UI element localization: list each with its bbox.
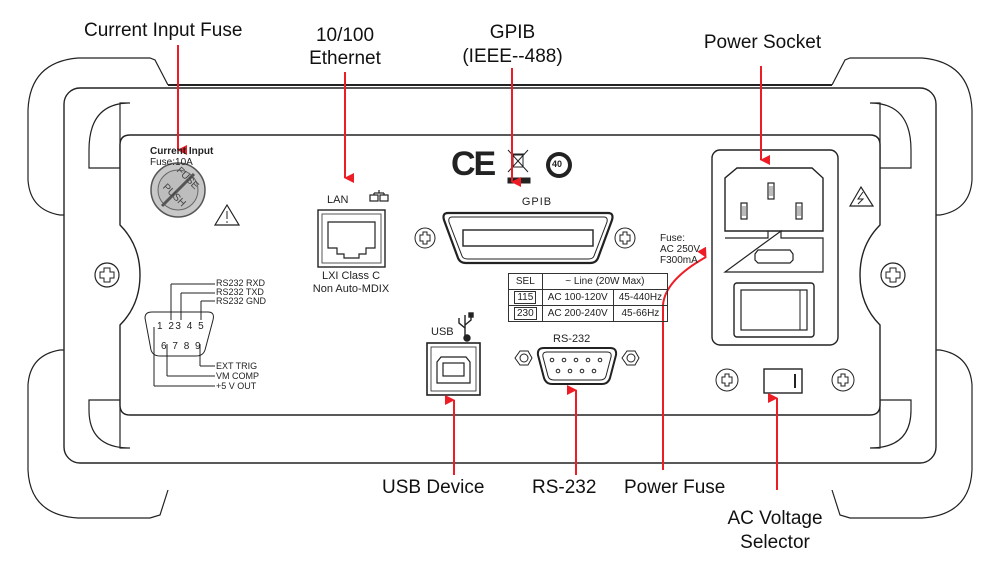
signal-rxd: RS232 RXD (216, 278, 266, 288)
gpib-label: GPIB (521, 196, 553, 208)
current-input-fuse-holder (150, 162, 206, 218)
inner-panel (119, 134, 881, 416)
table-row: 230 AC 200-240V 45-66Hz (508, 305, 669, 322)
callout-usb-device: USB Device (382, 477, 485, 498)
power-fuse-drawer (754, 249, 794, 264)
pin-6: 6 (161, 341, 169, 352)
lan-note-line2: Non Auto-MDIX (312, 283, 390, 295)
voltage-range: AC 200-240V (541, 305, 614, 322)
pin-4: 4 (186, 321, 194, 332)
fuse-spec-line2: AC 250V (660, 244, 701, 255)
callout-ethernet-line1: 10/100 (315, 25, 375, 46)
fuse-spec-line1: Fuse: (660, 233, 686, 244)
power-screw-left (715, 368, 739, 392)
lan-label: LAN (327, 194, 349, 206)
callout-ac-voltage-line2: Selector (740, 532, 810, 553)
table-header-row: SEL ~ Line (20W Max) (508, 273, 669, 290)
callout-ac-voltage-line1: AC Voltage (727, 508, 823, 529)
gpib-connector (442, 211, 614, 265)
lan-port (317, 209, 386, 268)
current-input-rating: Fuse:10A (150, 157, 193, 168)
pin-8: 8 (183, 341, 191, 352)
voltage-range: AC 100-120V (541, 289, 614, 306)
callout-rs232: RS-232 (532, 477, 597, 498)
rohs-40-text: 40 (552, 159, 563, 169)
sel-value: 115 (514, 291, 537, 304)
header-sel: SEL (508, 273, 543, 290)
pin-2: 2 (168, 321, 176, 332)
bumper-bottom-left (27, 349, 169, 519)
voltage-selection-table: SEL ~ Line (20W Max) 115 AC 100-120V 45-… (508, 273, 669, 322)
high-voltage-warning-icon (848, 185, 875, 207)
gpib-screw-right (614, 227, 636, 249)
callout-power-fuse: Power Fuse (624, 477, 726, 498)
rs232-connector (514, 347, 640, 385)
header-line: ~ Line (20W Max) (541, 273, 669, 290)
pin-1: 1 (157, 321, 165, 332)
rs232-label: RS-232 (553, 333, 591, 345)
pin-3: 3 (175, 321, 183, 332)
power-screw-right (831, 368, 855, 392)
db9-pinout-diagram (144, 283, 215, 387)
gpib-screw-left (414, 227, 436, 249)
iec-power-socket (724, 167, 824, 232)
ce-mark: CE (451, 145, 496, 183)
usb-b-port (426, 342, 481, 396)
current-input-label: Current Input (150, 146, 214, 157)
screw-right (880, 262, 906, 288)
usb-label: USB (431, 326, 454, 338)
usb-icon (458, 312, 474, 342)
bumper-top-left (27, 57, 169, 216)
corner-bumpers (27, 57, 973, 519)
callout-gpib-line2: (IEEE--488) (462, 46, 563, 67)
bumper-top-right (831, 57, 973, 216)
lan-note-line1: LXI Class C (321, 270, 381, 282)
callout-arrows (177, 45, 778, 490)
callout-current-input-fuse: Current Input Fuse (84, 20, 243, 41)
pin-5: 5 (198, 321, 206, 332)
pin-7: 7 (172, 341, 180, 352)
callout-gpib-line1: GPIB (489, 22, 536, 43)
callout-ethernet-line2: Ethernet (309, 48, 381, 69)
rohs-40-icon (546, 152, 572, 178)
power-module (711, 149, 839, 346)
pin-9: 9 (195, 341, 203, 352)
frequency-range: 45-66Hz (612, 305, 669, 322)
ac-voltage-selector-switch (763, 368, 803, 394)
db9-pin-row-top: 1 23 4 5 (157, 321, 205, 332)
frequency-range: 45-440Hz (612, 289, 669, 306)
power-switch (733, 282, 815, 338)
signal-gnd: RS232 GND (216, 296, 267, 306)
callout-power-socket: Power Socket (703, 32, 822, 53)
network-icon (369, 190, 389, 202)
screw-left (94, 262, 120, 288)
bumper-bottom-right (831, 349, 973, 519)
signal-txd: RS232 TXD (216, 287, 264, 297)
table-row: 115 AC 100-120V 45-440Hz (508, 289, 669, 306)
signal-5v-out: +5 V OUT (216, 381, 257, 391)
warning-triangle-icon (213, 203, 241, 226)
signal-vm-comp: VM COMP (216, 371, 260, 381)
db9-pin-row-bottom: 6 7 8 9 (161, 341, 202, 352)
signal-ext-trig: EXT TRIG (216, 361, 258, 371)
sel-value: 230 (514, 307, 537, 320)
fuse-spec-line3: F300mA (660, 255, 698, 266)
